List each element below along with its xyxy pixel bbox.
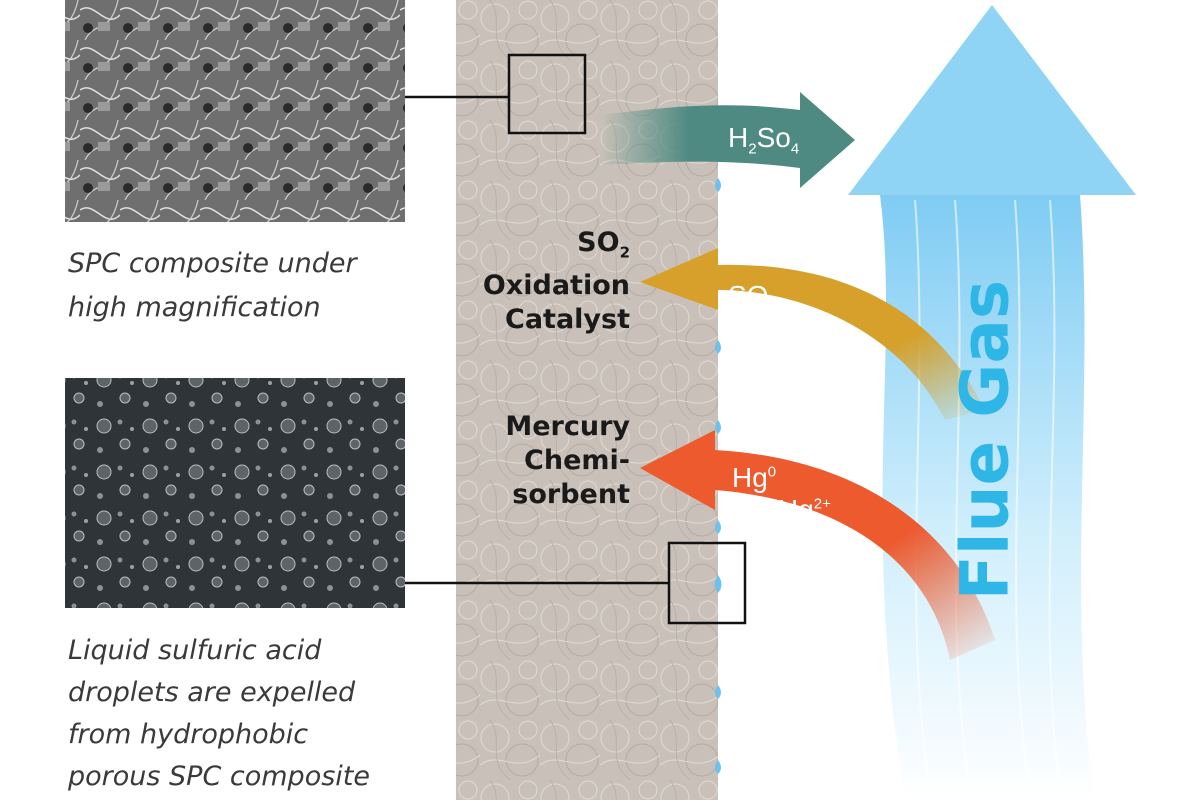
caption-line: SPC composite under <box>68 248 357 279</box>
h2so4-arrow-label: H2So4 <box>728 122 800 158</box>
hg-arrow-label: Hg0 <box>732 462 777 493</box>
droplets-micrograph-image <box>65 378 405 608</box>
caption-line: from hydrophobic <box>68 719 309 750</box>
mercury-label-line: Mercury <box>505 411 630 442</box>
flue-gas-label: Flue Gas <box>946 279 1024 601</box>
caption-line: droplets are expelled <box>68 677 356 708</box>
top-callout-connector <box>405 53 587 135</box>
bottom-image-caption: Liquid sulfuric acid droplets are expell… <box>68 630 370 798</box>
so2-arrow-label: SO2 <box>728 280 777 316</box>
so2-arrow <box>640 248 985 420</box>
sorbent-label-line: sorbent <box>512 479 630 510</box>
chemi-label-line: Chemi- <box>524 445 630 476</box>
water-drip-icons <box>714 178 722 774</box>
h2so4-arrow <box>600 92 855 188</box>
top-image-caption: SPC composite under high magnification <box>68 242 357 330</box>
caption-line: porous SPC composite <box>68 761 370 792</box>
bottom-callout-connector <box>405 541 747 625</box>
hg-arrow <box>640 430 995 660</box>
mercury-chemisorbent-label: Mercury Chemi- sorbent <box>430 410 630 512</box>
sem-micrograph-image <box>65 0 405 222</box>
so2-label-line: SO2 <box>577 227 630 262</box>
so2-oxidation-catalyst-label: SO2 Oxidation Catalyst <box>430 226 630 337</box>
catalyst-label-line: Catalyst <box>505 304 630 336</box>
oxidation-label-line: Oxidation <box>482 270 630 302</box>
hg2-arrow-label: Hg2+ <box>778 494 831 525</box>
caption-line: high magnification <box>68 292 321 323</box>
caption-line: Liquid sulfuric acid <box>68 635 322 666</box>
